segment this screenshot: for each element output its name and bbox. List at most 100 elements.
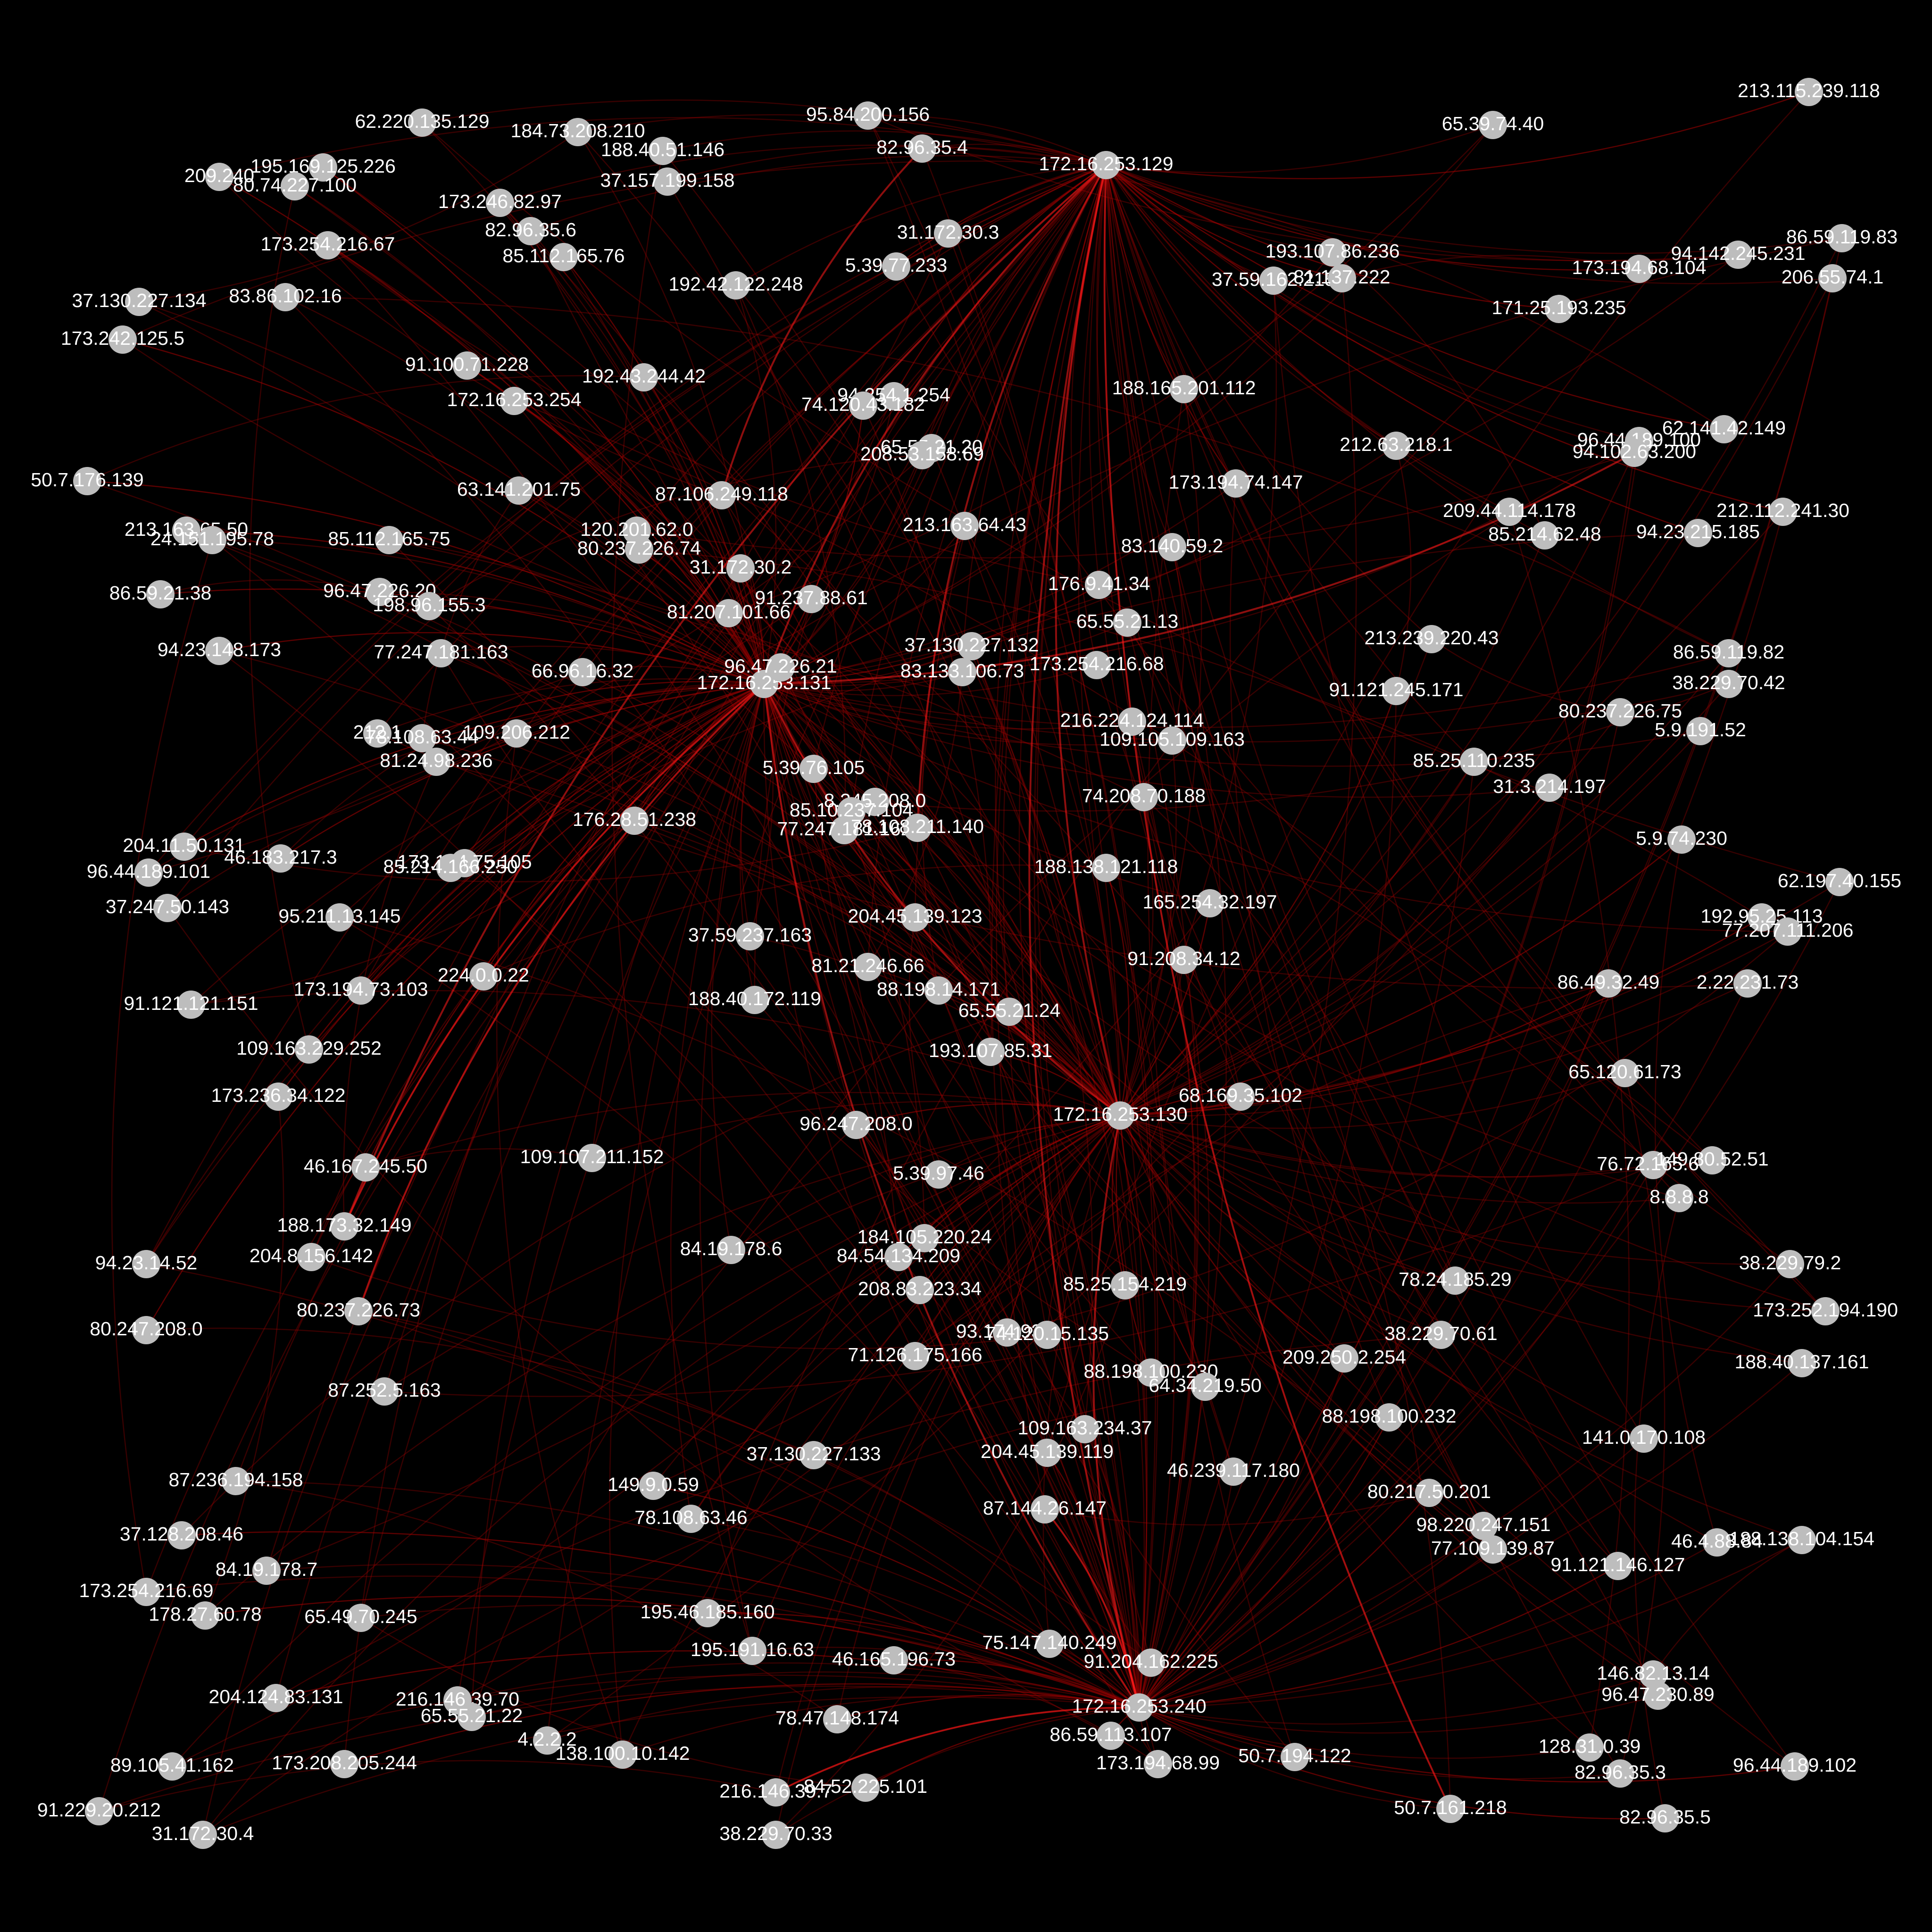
node-84-19-178-7[interactable]: 84.19.178.7 bbox=[216, 1557, 318, 1585]
node-94-102-63-200[interactable]: 94.102.63.200 bbox=[1573, 439, 1696, 467]
node-dot[interactable] bbox=[854, 953, 882, 981]
node-195-191-16-63[interactable]: 195.191.16.63 bbox=[691, 1637, 814, 1665]
node-173-236-34-122[interactable]: 173.236.34.122 bbox=[211, 1083, 346, 1111]
node-37-128-208-46[interactable]: 37.128.208.46 bbox=[120, 1521, 243, 1549]
node-176-28-51-238[interactable]: 176.28.51.238 bbox=[573, 807, 696, 835]
node-dot[interactable] bbox=[1427, 1321, 1455, 1349]
node-81-21-246-66[interactable]: 81.21.246.66 bbox=[811, 953, 924, 981]
node-dot[interactable] bbox=[842, 1111, 870, 1139]
node-dot[interactable] bbox=[330, 1750, 358, 1778]
node-195-46-185-160[interactable]: 195.46.185.160 bbox=[641, 1599, 775, 1627]
node-dot[interactable] bbox=[1611, 1059, 1639, 1087]
node-192-95-25-113[interactable]: 192.95.25.113 bbox=[1700, 903, 1823, 932]
node-dot[interactable] bbox=[1776, 1250, 1804, 1278]
node-74-120-43-182[interactable]: 74.120.43.182 bbox=[801, 391, 925, 420]
node-dot[interactable] bbox=[198, 526, 226, 554]
node-dot[interactable] bbox=[649, 137, 677, 165]
node-4-2-2-2[interactable]: 4.2.2.2 bbox=[517, 1726, 577, 1755]
node-71-126-175-166[interactable]: 71.126.175.166 bbox=[848, 1342, 983, 1370]
node-dot[interactable] bbox=[715, 599, 743, 627]
node-188-40-137-161[interactable]: 188.40.137.161 bbox=[1735, 1349, 1869, 1377]
node-dot[interactable] bbox=[625, 535, 653, 564]
node-213-115-239-118[interactable]: 213.115.239.118 bbox=[1738, 78, 1880, 106]
node-dot[interactable] bbox=[469, 962, 498, 991]
node-37-130-227-134[interactable]: 37.130.227.134 bbox=[72, 288, 207, 316]
node-dot[interactable] bbox=[222, 1467, 250, 1495]
node-184-73-208-210[interactable]: 184.73.208.210 bbox=[511, 118, 645, 146]
node-37-247-50-143[interactable]: 37.247.50.143 bbox=[106, 894, 229, 922]
node-91-204-162-225[interactable]: 91.204.162.225 bbox=[1084, 1649, 1218, 1677]
node-173-194-73-103[interactable]: 173.194.73.103 bbox=[294, 976, 428, 1005]
node-dot[interactable] bbox=[500, 387, 528, 415]
node-173-254-216-67[interactable]: 173.254.216.67 bbox=[261, 231, 395, 259]
node-dot[interactable] bbox=[297, 1243, 325, 1271]
node-dot[interactable] bbox=[170, 833, 198, 861]
node-204-8-156-142[interactable]: 204.8.156.142 bbox=[250, 1243, 373, 1271]
node-82-96-35-3[interactable]: 82.96.35.3 bbox=[1574, 1759, 1666, 1788]
node-dot[interactable] bbox=[85, 1797, 113, 1825]
node-dot[interactable] bbox=[620, 807, 649, 835]
node-dot[interactable] bbox=[1781, 1752, 1809, 1781]
node-109-163-234-37[interactable]: 109.163.234.37 bbox=[1018, 1415, 1152, 1443]
node-dot[interactable] bbox=[252, 1557, 281, 1585]
node-dot[interactable] bbox=[578, 1144, 606, 1172]
node-87-144-26-147[interactable]: 87.144.26.147 bbox=[983, 1495, 1107, 1524]
node-dot[interactable] bbox=[351, 1153, 380, 1182]
node-77-109-139-87[interactable]: 77.109.139.87 bbox=[1431, 1535, 1555, 1564]
node-dot[interactable] bbox=[738, 1637, 766, 1665]
node-dot[interactable] bbox=[830, 816, 858, 844]
node-dot[interactable] bbox=[134, 858, 163, 887]
node-dot[interactable] bbox=[1667, 825, 1696, 854]
node-5-9-74-230[interactable]: 5.9.74.230 bbox=[1636, 825, 1727, 854]
node-dot[interactable] bbox=[1575, 1733, 1604, 1762]
node-dot[interactable] bbox=[366, 578, 394, 606]
node-dot[interactable] bbox=[861, 788, 889, 816]
node-dot[interactable] bbox=[903, 814, 932, 842]
node-dot[interactable] bbox=[608, 1740, 637, 1769]
node-91-100-71-228[interactable]: 91.100.71.228 bbox=[405, 351, 529, 380]
node-78-108-211-140[interactable]: 78.108.211.140 bbox=[851, 814, 984, 842]
node-dot[interactable] bbox=[1375, 1403, 1403, 1432]
node-94-23-14-52[interactable]: 94.23.14.52 bbox=[95, 1250, 198, 1278]
node-208-83-223-34[interactable]: 208.83.223.34 bbox=[858, 1276, 982, 1304]
node-89-105-41-162[interactable]: 89.105.41.162 bbox=[110, 1752, 234, 1781]
node-204-45-139-123[interactable]: 204.45.139.123 bbox=[848, 903, 983, 932]
node-dot[interactable] bbox=[205, 163, 233, 191]
node-8-8-8-8[interactable]: 8.8.8.8 bbox=[1649, 1184, 1709, 1212]
node-209-250-2-254[interactable]: 209.250.2.254 bbox=[1282, 1344, 1406, 1373]
node-96-47-226-21[interactable]: 96.47.226.21 bbox=[724, 653, 837, 682]
node-172-16-253-254[interactable]: 172.16.253.254 bbox=[447, 387, 582, 415]
node-86-59-119-83[interactable]: 86.59.119.83 bbox=[1786, 224, 1898, 252]
node-dot[interactable] bbox=[958, 632, 986, 660]
node-dot[interactable] bbox=[908, 441, 936, 469]
node-184-105-220-24[interactable]: 184.105.220.24 bbox=[858, 1224, 992, 1252]
node-224-0-0-22[interactable]: 224.0.0.22 bbox=[438, 962, 529, 991]
node-dot[interactable] bbox=[264, 1083, 292, 1111]
node-85-112-165-75[interactable]: 85.112.165.75 bbox=[328, 526, 450, 554]
node-86-49-32-49[interactable]: 86.49.32.49 bbox=[1557, 969, 1660, 998]
node-dot[interactable] bbox=[436, 854, 465, 882]
node-dot[interactable] bbox=[533, 1726, 561, 1755]
node-dot[interactable] bbox=[1715, 670, 1743, 698]
node-dot[interactable] bbox=[1606, 1759, 1634, 1788]
node-165-254-32-197[interactable]: 165.254.32.197 bbox=[1143, 889, 1277, 917]
node-91-121-245-171[interactable]: 91.121.245.171 bbox=[1329, 677, 1464, 705]
node-dot[interactable] bbox=[639, 1472, 667, 1500]
node-dot[interactable] bbox=[1111, 1271, 1139, 1299]
node-dot[interactable] bbox=[415, 592, 443, 620]
node-dot[interactable] bbox=[1788, 1526, 1816, 1554]
node-dot[interactable] bbox=[422, 748, 450, 776]
node-5-39-77-233[interactable]: 5.39.77.233 bbox=[845, 252, 948, 281]
node-188-138-121-118[interactable]: 188.138.121.118 bbox=[1034, 854, 1178, 882]
node-dot[interactable] bbox=[1479, 1535, 1507, 1564]
node-dot[interactable] bbox=[1436, 1795, 1465, 1823]
node-77-247-181-162[interactable]: 77.247.181.162 bbox=[777, 816, 912, 844]
node-213-163-64-43[interactable]: 213.163.64.43 bbox=[903, 512, 1026, 540]
node-213-239-220-43[interactable]: 213.239.220.43 bbox=[1365, 625, 1499, 653]
node-188-173-32-149[interactable]: 188.173.32.149 bbox=[277, 1212, 412, 1241]
node-dot[interactable] bbox=[262, 1684, 290, 1712]
node-dot[interactable] bbox=[630, 363, 658, 391]
node-98-220-247-151[interactable]: 98.220.247.151 bbox=[1416, 1512, 1551, 1540]
node-dot[interactable] bbox=[191, 1601, 219, 1630]
node-dot[interactable] bbox=[924, 976, 953, 1005]
